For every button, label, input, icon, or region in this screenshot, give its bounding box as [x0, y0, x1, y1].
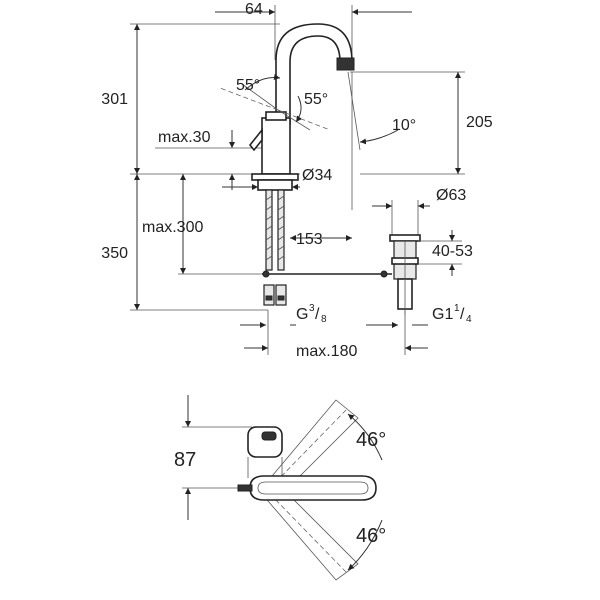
dim-top-width: 64: [245, 1, 263, 18]
svg-text:8: 8: [321, 314, 327, 325]
dim-diameter-waste: Ø63: [436, 187, 466, 204]
dim-swivel-top: 46°: [356, 429, 386, 451]
dim-height-total: 301: [101, 91, 128, 108]
dim-angle-left: 55°: [236, 77, 260, 94]
dim-spout-angle: 10°: [392, 117, 416, 134]
plan-view: 87 46° 46°: [174, 395, 386, 581]
dim-hose-length: 350: [101, 245, 128, 262]
dim-max-length: max.300: [142, 219, 203, 236]
svg-text:3: 3: [309, 303, 315, 314]
hose-hatching: [265, 195, 285, 261]
connection-thread-label: G 3 / 8: [296, 303, 327, 325]
svg-text:4: 4: [466, 314, 472, 325]
side-elevation: 64 301 55° 55° max.30 205 10° Ø34 Ø63 ma…: [101, 1, 493, 360]
dim-diameter-body: Ø34: [302, 167, 332, 184]
svg-text:G1: G1: [432, 306, 453, 323]
waste-thread-label: G1 1 / 4: [432, 303, 472, 325]
svg-text:1: 1: [454, 303, 460, 314]
dim-spout-height: 205: [466, 114, 493, 131]
dim-reach: 153: [296, 231, 323, 248]
dim-plan-height: 87: [174, 449, 196, 471]
dim-swivel-bottom: 46°: [356, 525, 386, 547]
dim-max-distance: max.180: [296, 343, 357, 360]
dim-max-deck: max.30: [158, 129, 211, 146]
svg-text:/: /: [315, 306, 320, 323]
dim-range: 40-53: [432, 243, 473, 260]
svg-text:G: G: [296, 306, 308, 323]
dim-angle-right: 55°: [304, 91, 328, 108]
svg-text:/: /: [460, 306, 465, 323]
